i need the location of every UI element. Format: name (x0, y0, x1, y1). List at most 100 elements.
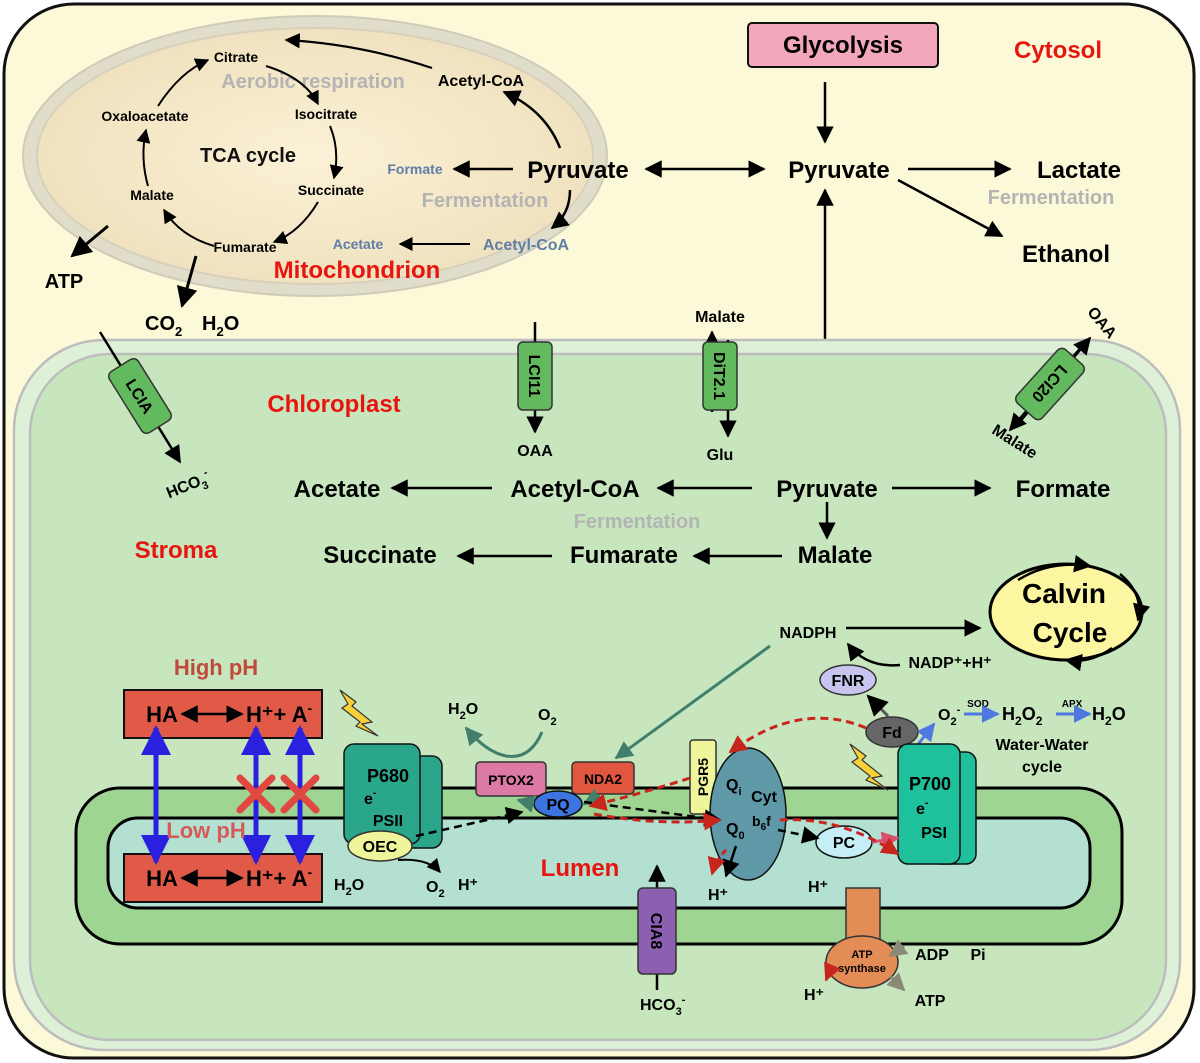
atp-mito-label: ATP (45, 271, 84, 293)
ha-low-label: HA (146, 866, 178, 891)
o2-top-label: O2 (538, 707, 557, 728)
tca-cycle-label: TCA cycle (200, 145, 296, 167)
h2o2-label: H2O2 (1002, 704, 1043, 728)
cia8-transporter (637, 887, 677, 975)
adp-in-arrow (888, 939, 909, 958)
calvin-label-2: Cycle (1033, 617, 1108, 648)
citrate-label: Citrate (214, 49, 259, 65)
pq-to-ptox2-arrow (516, 795, 536, 813)
qi-label: Qi (726, 777, 742, 798)
psii-label: PSII (373, 813, 403, 830)
qo-label: Q0 (726, 821, 745, 842)
formate-stroma-label: Formate (1016, 476, 1111, 503)
fnr-label: FNR (832, 673, 865, 690)
o2-lumen-label: O2 (426, 879, 445, 900)
nda2-label: NDA2 (584, 771, 622, 787)
co2-label: CO2 (145, 313, 182, 339)
arrow-acetylcoa-to-citrate (284, 33, 433, 70)
tca-arrow-malate-oxaloacetate (136, 128, 151, 187)
calvin-cycle-arrow-right (1119, 573, 1151, 622)
tca-arrow-fumarate-malate (163, 208, 215, 247)
formate-mito-label: Formate (387, 161, 442, 177)
fumarate-mito-label: Fumarate (213, 239, 276, 255)
atp-synthase-label-1: ATP (851, 949, 872, 961)
calvin-label-1: Calvin (1022, 578, 1106, 609)
calvin-cycle-arrow-bottom (1064, 646, 1113, 672)
arrow-pyruvate-to-ethanol (897, 178, 1004, 238)
oaa-lci11-label: OAA (517, 443, 553, 460)
pgr5-label: PGR5 (695, 758, 711, 796)
low-ph-label: Low pH (166, 818, 245, 843)
cytb6f-complex (709, 747, 787, 881)
arrow-fd-to-fnr (866, 694, 890, 718)
lumen-label: Lumen (541, 855, 620, 882)
pyruvate-cyto-label: Pyruvate (788, 157, 889, 184)
cyclic-electron-flow-pq-return (593, 812, 722, 831)
aerobic-respiration-label: Aerobic respiration (221, 71, 404, 93)
fermentation-mito-label: Fermentation (422, 190, 549, 212)
stroma-label: Stroma (135, 537, 218, 564)
atp-synthase-head (825, 935, 899, 989)
water-splitting-arrow (397, 857, 441, 874)
tca-arrow-oxaloacetate-citrate (157, 58, 210, 107)
hplus-atp-top-label: H⁺ (808, 879, 828, 896)
fnr-enzyme (819, 664, 877, 696)
pq-to-cytb6f-electron-path (583, 800, 722, 827)
oec-label: OEC (363, 839, 398, 856)
lci20-transporter (1015, 347, 1085, 421)
tca-arrow-isocitrate-succinate (329, 125, 344, 180)
acetylcoa-mito-bottom-label: Acetyl-CoA (483, 237, 570, 254)
cyt-label: Cyt (751, 789, 777, 806)
nadph-label: NADPH (780, 625, 837, 642)
calvin-cycle-arrow-top (1017, 555, 1092, 582)
lci11-transporter (517, 341, 553, 411)
ptox2-label: PTOX2 (488, 772, 534, 788)
h2o-top-label: H2O (448, 701, 478, 722)
hco3-cia8-label: HCO3- (640, 994, 686, 1018)
arrow-nadp-to-nadph (846, 642, 901, 667)
atp-synthase-proton-arrow (824, 961, 841, 982)
arrow-pyruvate-to-acetylcoa-bottom (550, 189, 572, 230)
psii-electron-label: e- (364, 787, 377, 808)
h2o-water-water-label: H2O (1092, 704, 1126, 728)
hplus-block-cross (236, 774, 276, 814)
glycolysis-box (747, 22, 939, 68)
ptox2-enzyme (475, 761, 547, 797)
tca-arrow-citrate-isocitrate (265, 65, 319, 106)
hplus-cyt-label: H⁺ (708, 887, 728, 904)
b6f-label: b6f (752, 813, 771, 833)
aminus-block-cross (280, 774, 320, 814)
lci11-label: LCI11 (525, 355, 542, 398)
cia8-label: CIA8 (647, 913, 664, 950)
pyruvate-stroma-label: Pyruvate (776, 476, 877, 503)
ethanol-label: Ethanol (1022, 241, 1110, 268)
cyclic-electron-flow-fd-pgr5 (728, 716, 867, 754)
arrow-to-atp (70, 224, 109, 258)
p680-label: P680 (367, 766, 409, 786)
succinate-stroma-label: Succinate (323, 542, 436, 569)
sod-label: SOD (967, 699, 989, 710)
cyclic-electron-flow-to-pq (588, 776, 691, 811)
dit21-label: DiT2.1 (710, 352, 727, 400)
pi-label: Pi (970, 947, 985, 964)
psii-to-pq-electron-path (415, 806, 524, 838)
fermentation-cyto-label: Fermentation (988, 187, 1115, 209)
hplus-lumen-label: H⁺ (458, 877, 478, 894)
tca-arrow-succinate-fumarate (272, 201, 319, 245)
cyclic-electron-flow-hplus (707, 848, 728, 876)
h2o-lumen-label: H2O (334, 877, 364, 898)
malate-dit21-label: Malate (695, 309, 745, 326)
cytosol-label: Cytosol (1014, 37, 1102, 64)
isocitrate-label: Isocitrate (295, 106, 357, 122)
arrow-pyruvate-to-acetylcoa-top (502, 90, 562, 149)
malate-stroma-label: Malate (798, 542, 873, 569)
psi-electron-label: e- (916, 797, 929, 818)
oxaloacetate-label: Oxaloacetate (101, 108, 188, 124)
glycolysis-label: Glycolysis (783, 32, 903, 59)
ha-high-label: HA (146, 702, 178, 727)
mitochondrion-label: Mitochondrion (274, 257, 441, 284)
hplus-aminus-high-label: H⁺+ A- (246, 700, 313, 727)
lactate-label: Lactate (1037, 157, 1121, 184)
p700-label: P700 (909, 774, 951, 794)
